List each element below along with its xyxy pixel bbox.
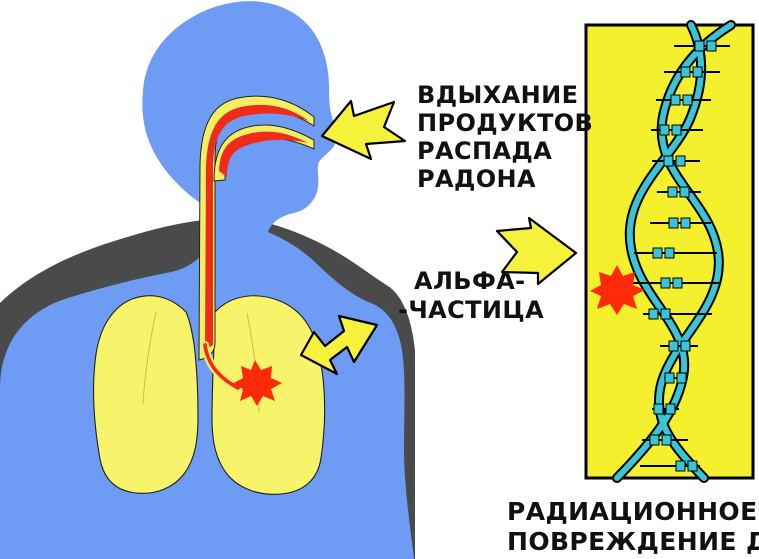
label-damage-line-1: РАДИАЦИОННОЕ xyxy=(507,497,758,526)
label-damage-line-2: ПОВРЕЖДЕНИЕ ДНК xyxy=(507,527,759,556)
left-lung xyxy=(93,296,198,494)
label-inhalation-line-3: РАСПАДА xyxy=(417,137,552,165)
label-alpha-line-1: АЛЬФА- xyxy=(414,267,526,295)
label-inhalation-line-4: РАДОНА xyxy=(417,165,536,193)
label-alpha-line-2: -ЧАСТИЦА xyxy=(398,296,544,324)
label-alpha: АЛЬФА- -ЧАСТИЦА xyxy=(398,267,544,324)
dna-panel xyxy=(586,25,753,478)
label-inhalation-line-2: ПРОДУКТОВ xyxy=(417,109,593,137)
label-inhalation-line-1: ВДЫХАНИЕ xyxy=(417,81,578,109)
label-damage: РАДИАЦИОННОЕ ПОВРЕЖДЕНИЕ ДНК xyxy=(507,497,759,556)
